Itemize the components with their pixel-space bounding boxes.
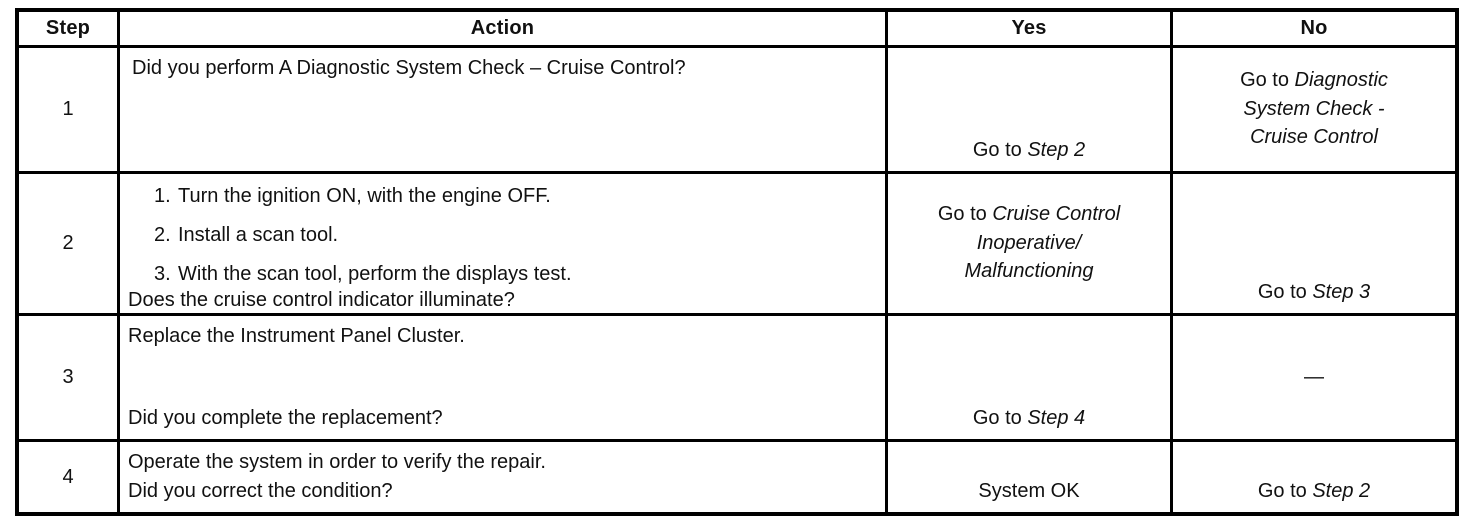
goto-reference: System Check -: [1243, 97, 1385, 120]
goto-line: Go to Step 3: [1258, 278, 1370, 306]
goto-reference: Diagnostic: [1294, 69, 1388, 92]
goto-line: Go to Step 2: [973, 136, 1085, 164]
goto-text: Go to: [1257, 280, 1313, 303]
row-2-action-question: Does the cruise control indicator illumi…: [128, 289, 515, 311]
row-2-no-cell: Go to Step 3: [1173, 174, 1455, 316]
row-3-no-cell: —: [1173, 316, 1455, 442]
list-item-number: 2.: [154, 224, 171, 246]
diagnostic-table: Step Action Yes No 1 Did you perform A D…: [15, 8, 1459, 516]
goto-text: Go to: [937, 203, 993, 226]
row-1-step-number: 1: [19, 48, 120, 174]
list-item-number: 1.: [154, 185, 171, 207]
goto-line: Go to Step 2: [1258, 477, 1370, 505]
action-list-item: 3. With the scan tool, perform the displa…: [154, 261, 875, 287]
goto-line: Go to Step 4: [973, 404, 1085, 432]
row-4-action-question: Did you correct the condition?: [128, 480, 393, 502]
goto-text: Go to: [972, 138, 1028, 161]
goto-reference: Step 2: [1027, 138, 1086, 161]
header-no: No: [1173, 12, 1455, 48]
row-1-yes-cell: Go to Step 2: [888, 48, 1173, 174]
row-3-action-question: Did you complete the replacement?: [128, 407, 443, 429]
list-item-text: Install a scan tool.: [178, 224, 339, 246]
goto-text: Go to: [1257, 479, 1313, 502]
goto-reference: Step 4: [1027, 406, 1086, 429]
goto-reference: Cruise Control: [1250, 126, 1378, 149]
list-item-text: With the scan tool, perform the displays…: [178, 263, 572, 285]
goto-reference: Step 2: [1312, 479, 1371, 502]
goto-reference: Cruise Control: [992, 203, 1121, 226]
list-item-text: Turn the ignition ON, with the engine OF…: [178, 185, 551, 207]
row-3-yes-cell: Go to Step 4: [888, 316, 1173, 442]
row-1-action-cell: Did you perform A Diagnostic System Chec…: [120, 48, 888, 174]
row-2-action-cell: 1. Turn the ignition ON, with the engine …: [120, 174, 888, 316]
goto-line: Go to Cruise Control: [938, 200, 1120, 228]
row-4-step-number: 4: [19, 442, 120, 512]
row-1-no-cell: Go to Diagnostic System Check - Cruise C…: [1173, 48, 1455, 174]
row-3-step-number: 3: [19, 316, 120, 442]
goto-reference: Step 3: [1312, 280, 1371, 303]
header-yes: Yes: [888, 12, 1173, 48]
row-3-action-statement: Replace the Instrument Panel Cluster.: [128, 325, 465, 347]
row-2-action-steps: 1. Turn the ignition ON, with the engine …: [128, 183, 875, 287]
row-1-action-statement: Did you perform A Diagnostic System Chec…: [132, 57, 686, 79]
goto-text: Go to: [972, 406, 1028, 429]
goto-reference: Malfunctioning: [964, 260, 1094, 283]
row-2-step-number: 2: [19, 174, 120, 316]
row-3-action-cell: Replace the Instrument Panel Cluster. Di…: [120, 316, 888, 442]
goto-line: Go to Diagnostic: [1240, 66, 1388, 94]
row-4-action-cell: Operate the system in order to verify th…: [120, 442, 888, 512]
goto-text: System OK: [978, 479, 1080, 502]
row-4-action-statement: Operate the system in order to verify th…: [128, 451, 546, 473]
goto-reference: Inoperative/: [976, 231, 1082, 254]
no-action-dash: —: [1304, 365, 1324, 388]
header-step: Step: [19, 12, 120, 48]
row-2-yes-cell: Go to Cruise Control Inoperative/ Malfun…: [888, 174, 1173, 316]
action-list-item: 1. Turn the ignition ON, with the engine …: [154, 183, 875, 209]
row-4-yes-cell: System OK: [888, 442, 1173, 512]
goto-text: Go to: [1240, 69, 1295, 92]
header-action: Action: [120, 12, 888, 48]
action-list-item: 2. Install a scan tool.: [154, 222, 875, 248]
row-4-no-cell: Go to Step 2: [1173, 442, 1455, 512]
list-item-number: 3.: [154, 263, 171, 285]
